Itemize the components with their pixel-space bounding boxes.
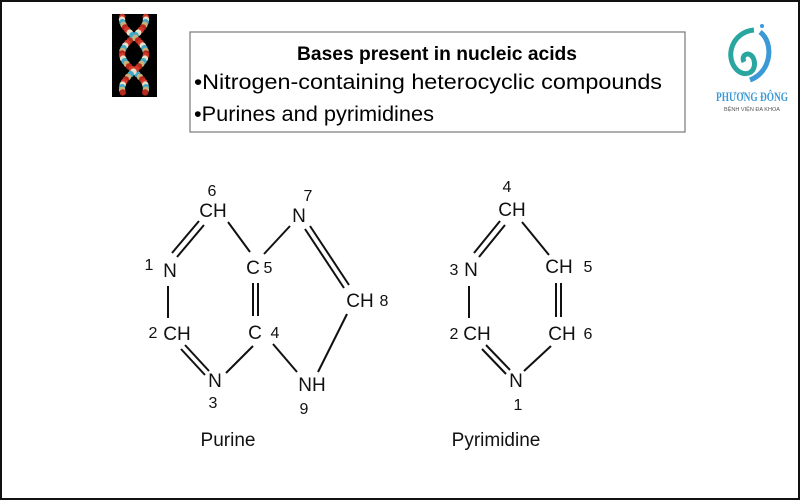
atom-ch4: CH xyxy=(498,200,525,221)
number-6: 6 xyxy=(208,183,217,200)
atom-ch2: CH xyxy=(463,324,490,345)
purine-structure: CH N C N CH CH C N NH 1 2 3 4 5 6 7 8 9 … xyxy=(145,183,389,451)
atom-c5: C xyxy=(246,258,260,279)
atom-ch6: CH xyxy=(199,201,226,222)
atom-n3: N xyxy=(464,260,478,281)
number-9: 9 xyxy=(300,401,309,418)
logo-name: PHƯƠNG ĐÔNG xyxy=(716,89,788,104)
title-box: Bases present in nucleic acids •Nitrogen… xyxy=(189,31,686,133)
number-6: 6 xyxy=(584,326,593,343)
atom-ch8: CH xyxy=(346,291,373,312)
pyrimidine-structure: CH N CH CH CH N 1 2 3 4 5 6 Pyrimidine xyxy=(450,179,593,451)
atom-ch5: CH xyxy=(545,257,572,278)
number-5: 5 xyxy=(584,259,593,276)
atom-n1: N xyxy=(509,371,523,392)
atom-n1: N xyxy=(163,261,177,282)
atom-ch2: CH xyxy=(163,324,190,345)
number-7: 7 xyxy=(304,188,313,205)
number-1: 1 xyxy=(514,397,523,414)
phuong-dong-logo: PHƯƠNG ĐÔNG BỆNH VIỆN ĐA KHOA xyxy=(716,24,788,113)
atom-n7: N xyxy=(292,206,306,227)
bullet-2: •Purines and pyrimidines xyxy=(194,103,434,126)
number-3: 3 xyxy=(450,262,459,279)
number-2: 2 xyxy=(450,326,459,343)
number-1: 1 xyxy=(145,257,154,274)
dna-helix-image xyxy=(112,13,157,97)
title-text: Bases present in nucleic acids xyxy=(297,44,577,65)
pyrimidine-bonds xyxy=(468,220,562,375)
number-5: 5 xyxy=(264,260,273,277)
atom-n3: N xyxy=(208,371,222,392)
number-8: 8 xyxy=(380,293,389,310)
number-4: 4 xyxy=(271,325,280,342)
purine-caption: Purine xyxy=(201,430,256,451)
atom-ch6: CH xyxy=(548,324,575,345)
number-3: 3 xyxy=(209,395,218,412)
dna-atom-dot xyxy=(142,89,149,96)
pyrimidine-caption: Pyrimidine xyxy=(452,430,541,451)
number-4: 4 xyxy=(503,179,512,196)
atom-c4: C xyxy=(248,323,262,344)
purine-bonds xyxy=(167,220,350,376)
dna-atom-dot xyxy=(119,89,126,96)
number-2: 2 xyxy=(149,325,158,342)
logo-subtitle: BỆNH VIỆN ĐA KHOA xyxy=(724,105,781,113)
atom-nh9: NH xyxy=(298,375,325,396)
bullet-1: •Nitrogen-containing heterocyclic compou… xyxy=(194,71,662,94)
